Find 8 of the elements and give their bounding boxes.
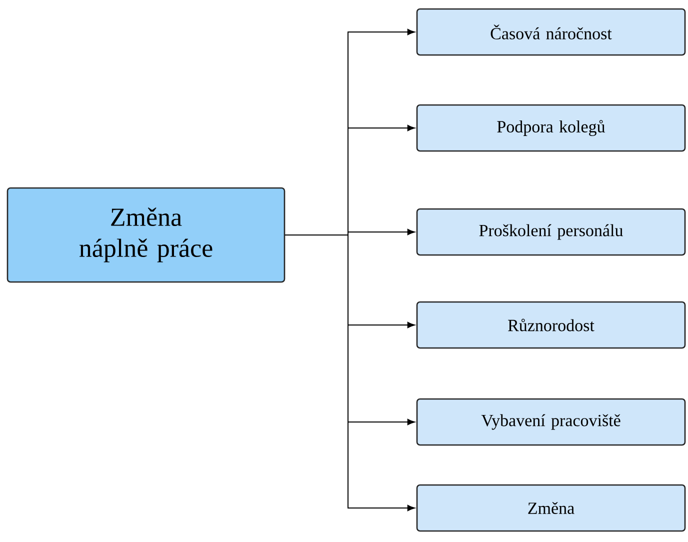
factor-box: Časová náročnost — [416, 8, 686, 56]
factor-box: Vybavení pracoviště — [416, 398, 686, 446]
factor-box: Různorodost — [416, 301, 686, 349]
arrow — [284, 234, 415, 512]
factor-box: Proškolení personálu — [416, 208, 686, 256]
topic-box: Změna náplně práce — [6, 187, 286, 283]
factor-box: Změna — [416, 484, 686, 532]
factor-box: Podpora kolegů — [416, 104, 686, 152]
